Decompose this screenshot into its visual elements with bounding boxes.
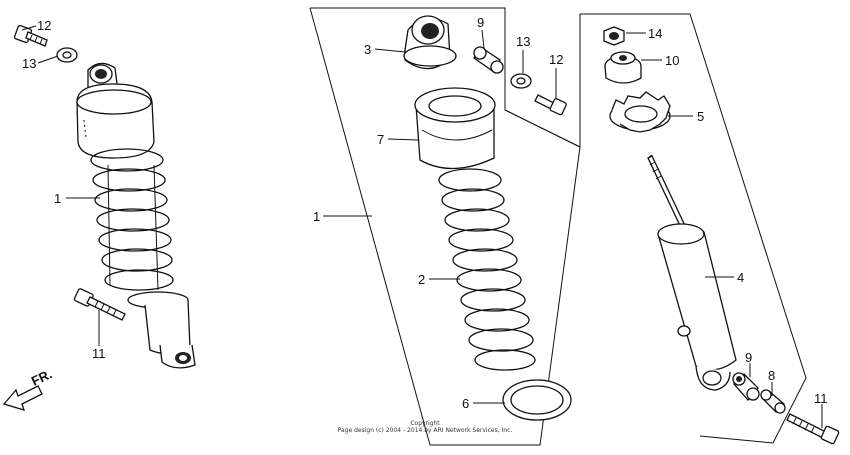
part-6-spring-seat [502,379,572,421]
callout-10: 10 [665,53,679,68]
copyright-line-2: Page design (c) 2004 - 2014 by ARI Netwo… [338,427,513,434]
part-3-upper-mount [403,15,457,70]
copyright-line-1: Copyright [410,420,440,427]
callout-2: 2 [418,272,425,287]
callout-6: 6 [462,396,469,411]
part-9-bushing-bottom [732,372,760,402]
callout-5: 5 [697,109,704,124]
part-12-bolt [534,94,567,116]
bolt-12-left [13,24,48,47]
callout-8: 8 [768,368,775,383]
bolt-11-right [786,404,840,445]
part-5-adjuster-ring [609,91,671,133]
exploded-group-damper [579,13,807,444]
part-13-washer [510,73,532,89]
part-8-collar [760,389,786,414]
callout-1-mid: 1 [313,209,320,224]
part-9-bushing-top [473,46,504,74]
front-direction-arrow: FR. [2,366,54,411]
callout-11-right: 11 [814,391,828,406]
callout-9-top: 9 [477,15,484,30]
shock-lower-body-left [127,291,196,369]
callout-14: 14 [648,26,662,41]
washer-13-left [56,47,78,63]
part-14-nut [603,26,625,46]
spring-cover-left [76,83,155,159]
callout-13-mid: 13 [516,34,530,49]
part-7-spring-cover [414,87,496,170]
spring-coils-left [90,148,174,291]
callout-13-left: 13 [22,56,36,71]
callout-1-left: 1 [54,191,61,206]
part-10-rubber-bushing [604,51,642,84]
callout-4: 4 [737,270,744,285]
bolt-11-left [73,288,126,321]
callout-9-bottom: 9 [745,350,752,365]
assembled-shock-absorber [13,24,196,369]
part-4-damper [647,154,737,391]
exploded-group-middle [309,7,581,446]
callout-7: 7 [377,132,384,147]
callout-11-left: 11 [92,346,106,361]
fr-label: FR. [29,366,54,388]
callout-12-mid: 12 [549,52,563,67]
exploded-group-fasteners [504,8,581,148]
callout-labels: 12 13 1 11 3 9 13 12 7 1 2 6 14 10 5 4 9… [22,15,828,411]
copyright-notice: Copyright Page design (c) 2004 - 2014 by… [338,420,513,434]
callout-3: 3 [364,42,371,57]
callout-12-left: 12 [37,18,51,33]
part-2-spring [438,168,536,371]
